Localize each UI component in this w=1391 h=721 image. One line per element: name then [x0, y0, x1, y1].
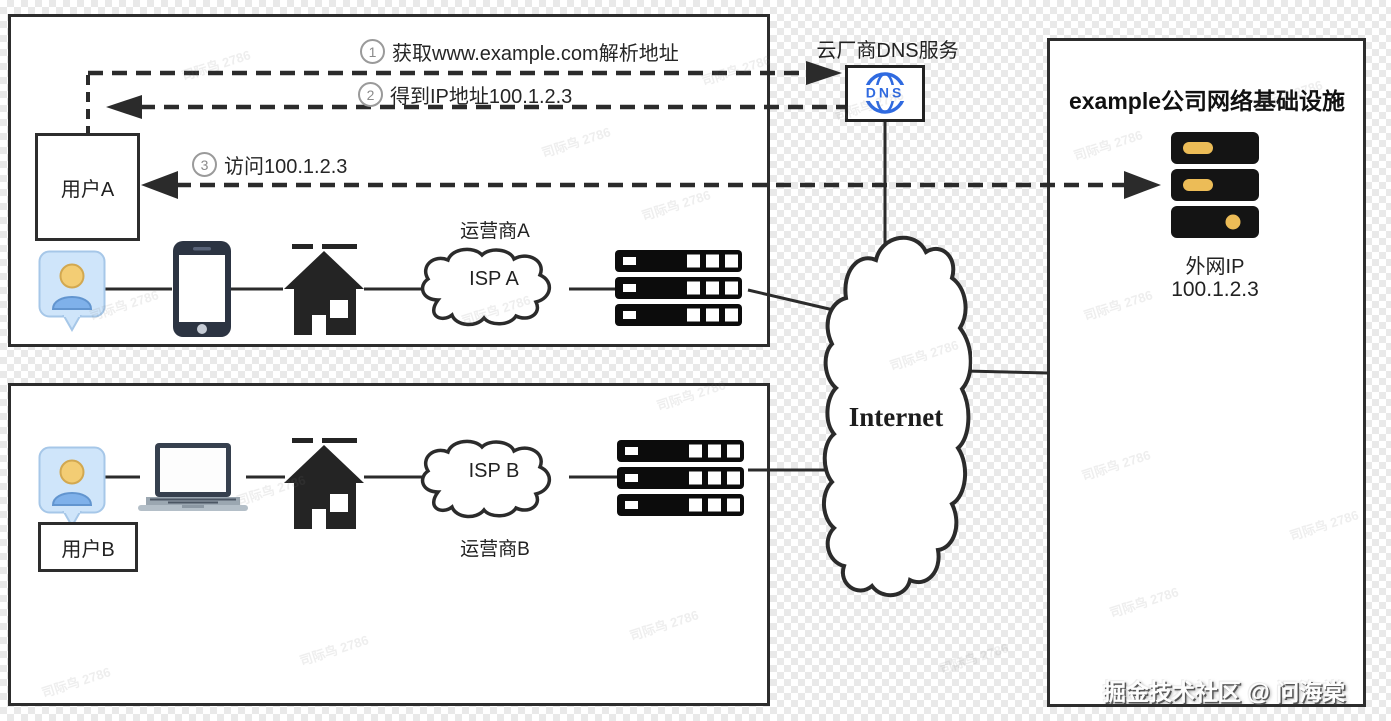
isp-b-servers-icon [617, 440, 744, 516]
phone-icon [172, 240, 232, 338]
internet-label: Internet [848, 402, 944, 432]
step-1-number: 1 [360, 39, 385, 64]
step-3-label: 3 访问100.1.2.3 [192, 150, 347, 179]
step-2-number: 2 [358, 82, 383, 107]
dns-icon-text: DNS [866, 85, 905, 101]
isp-b-cloud [414, 438, 574, 520]
user-b-box: 用户B [38, 522, 138, 572]
user-a-box: 用户A [35, 133, 140, 241]
dns-icon: DNS [845, 65, 925, 122]
carrier-a-label: 运营商A [460, 221, 530, 242]
step-1-label: 1 获取www.example.com解析地址 [360, 37, 679, 66]
step-2-text: 得到IP地址100.1.2.3 [390, 86, 573, 108]
company-title: example公司网络基础设施 [1068, 88, 1346, 114]
public-ip-label: 外网IP [1185, 256, 1245, 278]
laptop-icon [138, 443, 248, 515]
user-b-avatar-icon [38, 446, 106, 528]
isp-b-label: ISP B [468, 460, 520, 482]
step-3-number: 3 [192, 152, 217, 177]
isp-a-cloud [414, 246, 574, 328]
internet-cloud [820, 226, 972, 604]
user-a-avatar-icon [38, 250, 106, 332]
house-a-icon [283, 243, 367, 335]
footer-watermark: 掘金技术社区 @ 问海棠 [1103, 679, 1346, 705]
isp-a-label: ISP A [469, 268, 519, 290]
step-2-label: 2 得到IP地址100.1.2.3 [358, 80, 572, 109]
public-ip-value: 100.1.2.3 [1171, 278, 1259, 301]
step-3-text: 访问100.1.2.3 [224, 156, 348, 178]
step-1-text: 获取www.example.com解析地址 [392, 43, 679, 65]
isp-a-servers-icon [615, 250, 742, 326]
user-a-label: 用户A [60, 178, 115, 201]
dns-service-title: 云厂商DNS服务 [816, 40, 959, 62]
user-b-label: 用户B [61, 538, 115, 561]
carrier-b-label: 运营商B [460, 539, 530, 560]
house-b-icon [283, 437, 367, 529]
company-server-icon [1171, 132, 1259, 242]
